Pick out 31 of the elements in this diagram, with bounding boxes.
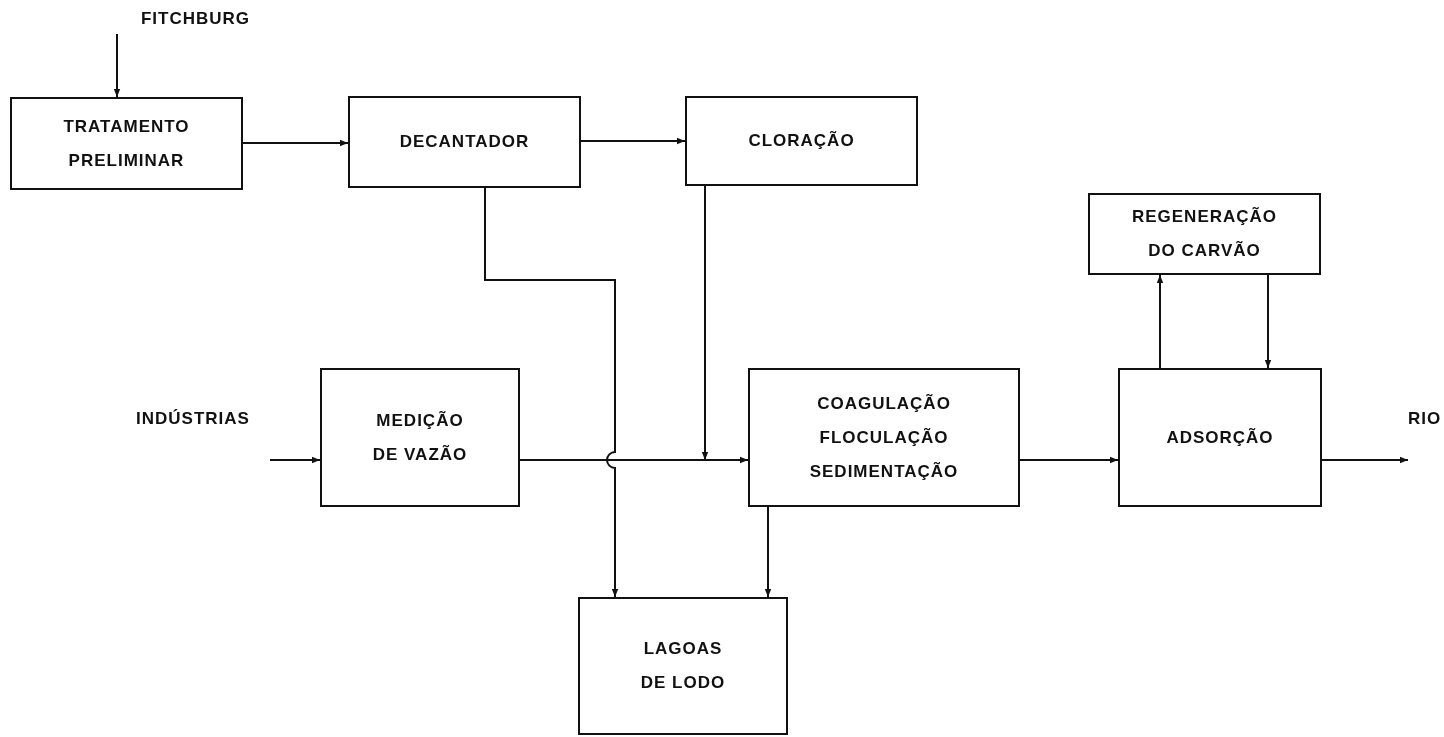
box-label: CLORAÇÃO (748, 130, 855, 152)
process-box (320, 368, 520, 507)
process-box (10, 97, 243, 190)
box-label: MEDIÇÃO DE VAZÃO (371, 409, 469, 466)
arrow (269, 456, 321, 464)
arrow (519, 456, 749, 464)
arrow (1019, 456, 1119, 464)
process-box (685, 96, 918, 186)
arrow (701, 185, 709, 461)
arrow (1156, 274, 1164, 369)
box-label: DECANTADOR (399, 131, 530, 153)
box-label: TRATAMENTO PRELIMINAR (62, 115, 191, 172)
flow-label: RIO (1408, 408, 1442, 430)
box-label: REGENERAÇÃO DO CARVÃO (1130, 206, 1279, 262)
arrow (484, 187, 619, 598)
arrow (580, 137, 686, 145)
flow-label: INDÚSTRIAS (136, 408, 250, 430)
arrow (242, 139, 349, 147)
process-box (348, 96, 581, 188)
box-label: ADSORÇÃO (1166, 426, 1274, 449)
process-box (748, 368, 1020, 507)
arrow (764, 506, 772, 598)
arrow (1264, 274, 1272, 369)
process-box (1088, 193, 1321, 275)
process-box (578, 597, 788, 735)
flow-label: FITCHBURG (140, 8, 250, 30)
box-label: LAGOAS DE LODO (639, 638, 727, 694)
arrow (1321, 456, 1409, 464)
process-box (1118, 368, 1322, 507)
box-label: COAGULAÇÃO FLOCULAÇÃO SEDIMENTAÇÃO (808, 392, 960, 483)
arrow (113, 33, 121, 98)
